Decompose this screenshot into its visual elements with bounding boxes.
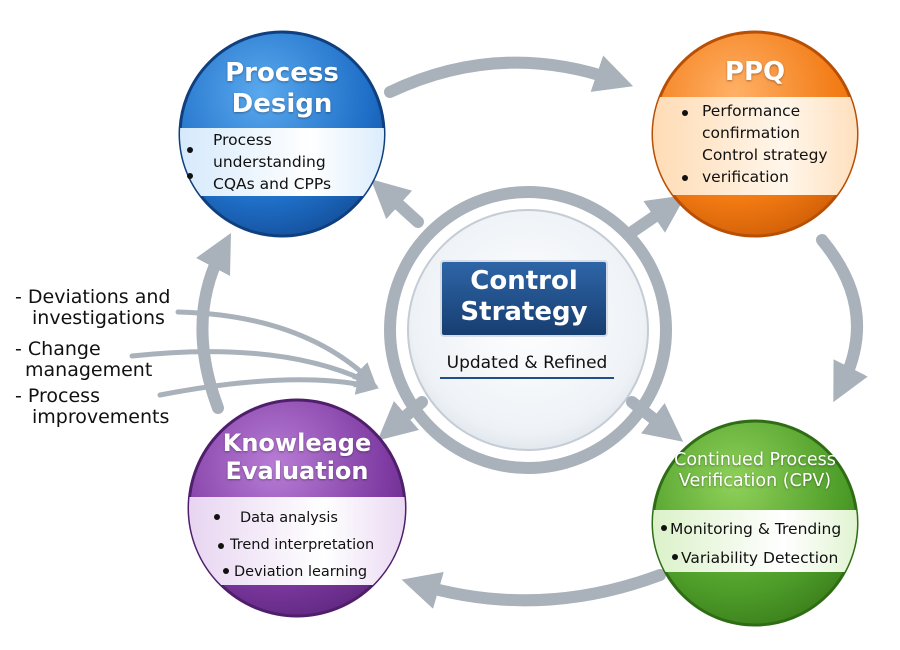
knowledge-evaluation-title-line2: Evaluation (225, 457, 369, 486)
process-design-circle (178, 30, 386, 238)
spoke-to-ppq (626, 195, 686, 238)
ppq-title: PPQ (724, 57, 786, 87)
cpv-title-line1: Continued Process (674, 450, 836, 470)
cpv-bullet-2: Variability Detection (681, 549, 839, 567)
control-strategy-title-line2: Strategy (460, 297, 588, 327)
center-spokes (370, 179, 686, 442)
process-design-title-line1: Process (225, 58, 339, 88)
ppq-bullet-4: verification (702, 168, 789, 186)
ppq-bullet-2: confirmation (702, 124, 800, 142)
bullet-dot (661, 525, 667, 531)
bullet-dot (218, 543, 224, 549)
input-change-line1: - Change (15, 338, 101, 360)
control-strategy-box (440, 260, 608, 337)
input-improvements-line2: improvements (32, 406, 170, 428)
process-design-bullets: Process understanding CQAs and CPPs (213, 129, 331, 195)
input-improvements-line1: - Process (15, 385, 100, 407)
knowledge-evaluation-title-line1: Knowleage (222, 429, 372, 457)
knowledge-evaluation-circle (187, 398, 407, 618)
bullet-dot (214, 514, 220, 520)
input-arrows (129, 309, 380, 398)
control-strategy-title-line1: Control (470, 266, 578, 296)
input-arrow-improvements (157, 372, 380, 398)
bullet-dot (223, 568, 229, 574)
bullet-dot (682, 110, 688, 116)
bullet-dot (672, 554, 678, 560)
knowledge-evaluation-bullet-1: Data analysis (240, 510, 338, 526)
input-change-line2: management (25, 359, 153, 381)
arrow-cpv-to-knowledge (401, 569, 666, 609)
cpv-circle (651, 419, 859, 627)
input-change-label: - Change management (15, 339, 152, 381)
spoke-to-process-design (370, 179, 424, 228)
ppq-bullet-3: Control strategy (702, 146, 828, 164)
control-strategy-title: Control Strategy (441, 266, 607, 328)
process-design-bullet-3: CQAs and CPPs (213, 175, 332, 193)
knowledge-evaluation-bullet-3: Deviation learning (234, 564, 368, 580)
knowledge-evaluation-bullet-2: Trend interpretation (230, 537, 375, 553)
cpv-title-line2: Verification (CPV) (678, 470, 832, 491)
input-deviations-line1: - Deviations and (15, 286, 171, 308)
arrow-design-to-ppq (384, 55, 634, 98)
cpv-title: Continued Process Verification (CPV) (662, 450, 848, 491)
cpv-bullets: Monitoring & Trending Variability Detect… (670, 515, 841, 573)
cpv-bullet-1: Monitoring & Trending (670, 520, 842, 538)
input-improvements-label: - Process improvements (15, 386, 169, 428)
input-deviations-line2: investigations (32, 307, 165, 329)
process-design-title-line2: Design (231, 88, 333, 119)
ppq-circle (651, 30, 859, 238)
process-design-bullet-1: Process (213, 131, 272, 149)
input-arrow-deviations (175, 309, 377, 386)
arrow-ppq-to-cpv (816, 234, 868, 403)
process-design-title: Process Design (190, 58, 374, 119)
input-arrow-change (129, 349, 379, 388)
bullet-dot (187, 173, 193, 179)
spoke-to-knowledge (377, 396, 428, 441)
knowledge-evaluation-title: Knowleage Evaluation (200, 429, 394, 486)
ppq-bullet-1: Performance (702, 102, 801, 120)
control-strategy-subtitle: Updated & Refined (446, 353, 608, 373)
spoke-to-cpv (626, 396, 684, 442)
process-design-bullet-2: understanding (213, 153, 326, 171)
bullet-dot (682, 175, 688, 181)
input-deviations-label: - Deviations and investigations (15, 287, 170, 329)
bullet-dot (187, 147, 193, 153)
knowledge-evaluation-bullets: Data analysis Trend interpretation Devia… (230, 505, 374, 586)
ppq-bullets: Performance confirmation Control strateg… (702, 100, 828, 188)
